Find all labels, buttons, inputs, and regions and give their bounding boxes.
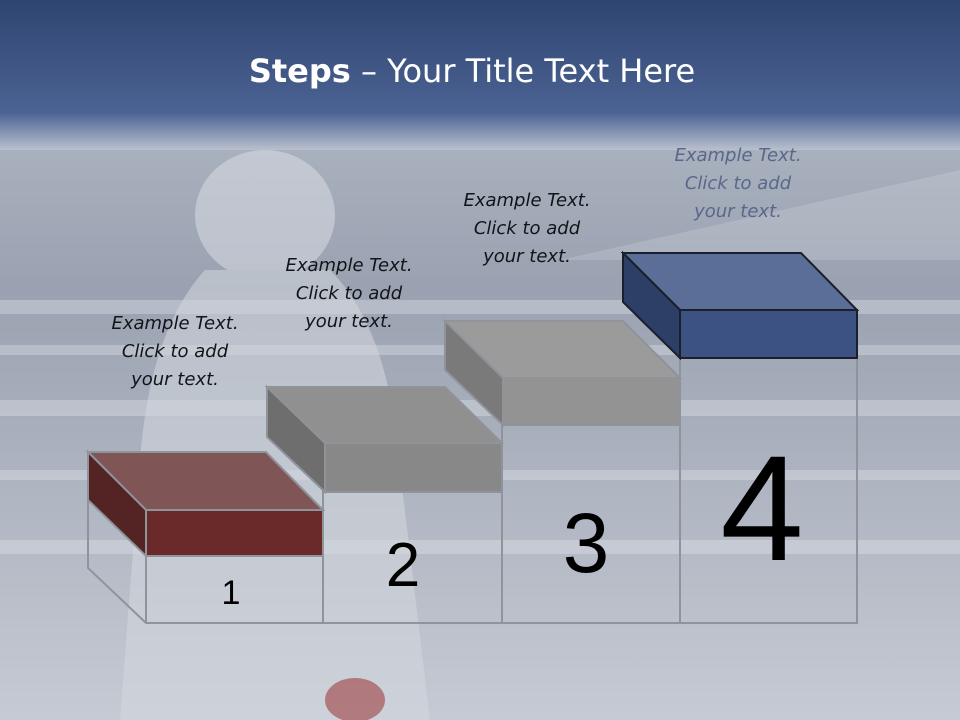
step-2-caption[interactable]: Example Text. Click to add your text. (259, 252, 439, 336)
step-2-caption-line2: Click to add (295, 283, 403, 304)
step-4-caption[interactable]: Example Text. Click to add your text. (648, 142, 828, 226)
step-2-caption-line1: Example Text. (285, 255, 413, 276)
step-4-caption-line1: Example Text. (674, 145, 802, 166)
step-4-number: 4 (720, 424, 803, 592)
step-3-caption-line2: Click to add (473, 218, 581, 239)
title-bold: Steps (248, 52, 351, 90)
step-2-number: 2 (386, 531, 420, 600)
step-2-caption-line3: your text. (305, 311, 393, 332)
step-2-block[interactable] (264, 384, 505, 495)
step-1-block[interactable] (85, 449, 326, 559)
step-3-block[interactable] (442, 318, 683, 428)
step-3-caption-line3: your text. (483, 246, 571, 267)
step-1-caption-line2: Click to add (121, 341, 229, 362)
step-1-number: 1 (222, 574, 241, 612)
step-3-caption-line1: Example Text. (463, 190, 591, 211)
step-4-caption-line2: Click to add (684, 173, 792, 194)
step-1-caption-line1: Example Text. (111, 313, 239, 334)
slide-title: Steps – Your Title Text Here (0, 52, 944, 90)
title-rest: – Your Title Text Here (350, 52, 696, 90)
step-1-caption[interactable]: Example Text. Click to add your text. (85, 310, 265, 394)
step-3-caption[interactable]: Example Text. Click to add your text. (437, 187, 617, 271)
step-4-block[interactable] (620, 250, 860, 361)
step-1-caption-line3: your text. (131, 369, 219, 390)
step-3-number: 3 (563, 496, 610, 590)
step-4-caption-line3: your text. (694, 201, 782, 222)
